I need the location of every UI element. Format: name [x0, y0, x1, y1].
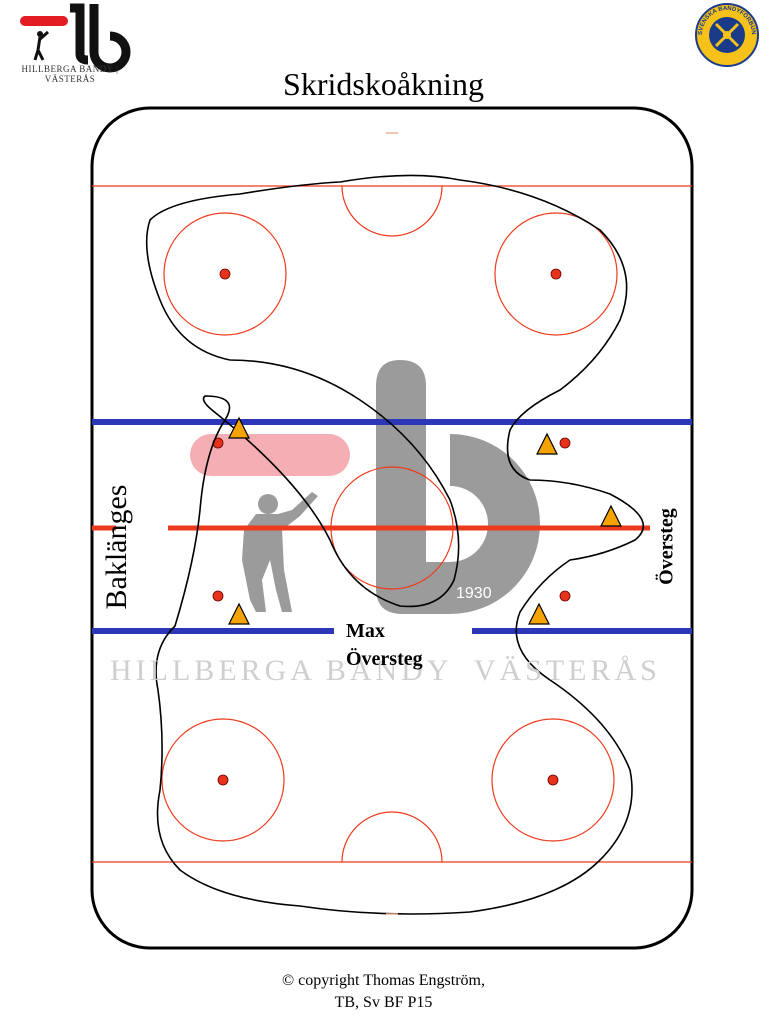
watermark-year: 1930	[456, 585, 492, 602]
label-oversteg-right: Översteg	[655, 508, 678, 585]
cone	[536, 432, 558, 455]
label-max-oversteg: Översteg	[346, 648, 423, 670]
cone	[528, 602, 550, 625]
faceoff-dot	[217, 774, 229, 786]
goal-crease-top	[341, 185, 443, 237]
club-name: HILLBERGA BANDY | VÄSTERÅS	[21, 64, 119, 84]
faceoff-circle-bottom-left	[161, 718, 285, 842]
watermark-text: HILLBERGA BANDY VÄSTERÅS	[110, 654, 661, 687]
faceoff-dot	[550, 268, 562, 280]
federation-badge: SVENSKA BANDYFÖRBUNDET	[694, 2, 759, 67]
label-max: Max	[346, 620, 385, 642]
cone	[228, 602, 250, 625]
copyright-footer: © copyright Thomas Engström, TB, Sv BF P…	[0, 970, 767, 1014]
faceoff-dot	[219, 268, 231, 280]
watermark-logo	[190, 360, 540, 614]
faceoff-dot	[559, 590, 571, 602]
faceoff-dot	[559, 437, 571, 449]
copyright-line-1: © copyright Thomas Engström,	[282, 972, 485, 989]
logo-year: 1930	[100, 50, 111, 56]
club-logo: 1930	[20, 3, 131, 73]
copyright-line-2: TB, Sv BF P15	[334, 994, 433, 1011]
logo-letter-t	[70, 3, 89, 65]
cone	[600, 504, 622, 527]
page-title: Skridskoåkning	[283, 66, 484, 102]
label-backwards: Baklänges	[100, 484, 133, 610]
skating-route	[145, 174, 645, 915]
faceoff-dot	[212, 590, 224, 602]
cone	[228, 416, 250, 439]
logo-player-icon	[33, 30, 49, 61]
faceoff-circle-bottom-right	[491, 718, 615, 842]
logo-letter-b	[89, 4, 131, 73]
goal-crease-bottom	[341, 811, 443, 863]
faceoff-circle-top-left	[163, 212, 287, 336]
faceoff-dot	[547, 774, 559, 786]
faceoff-circle-top-right	[494, 212, 618, 336]
logo-red-bar	[20, 16, 68, 26]
watermark-player-icon	[242, 492, 318, 612]
